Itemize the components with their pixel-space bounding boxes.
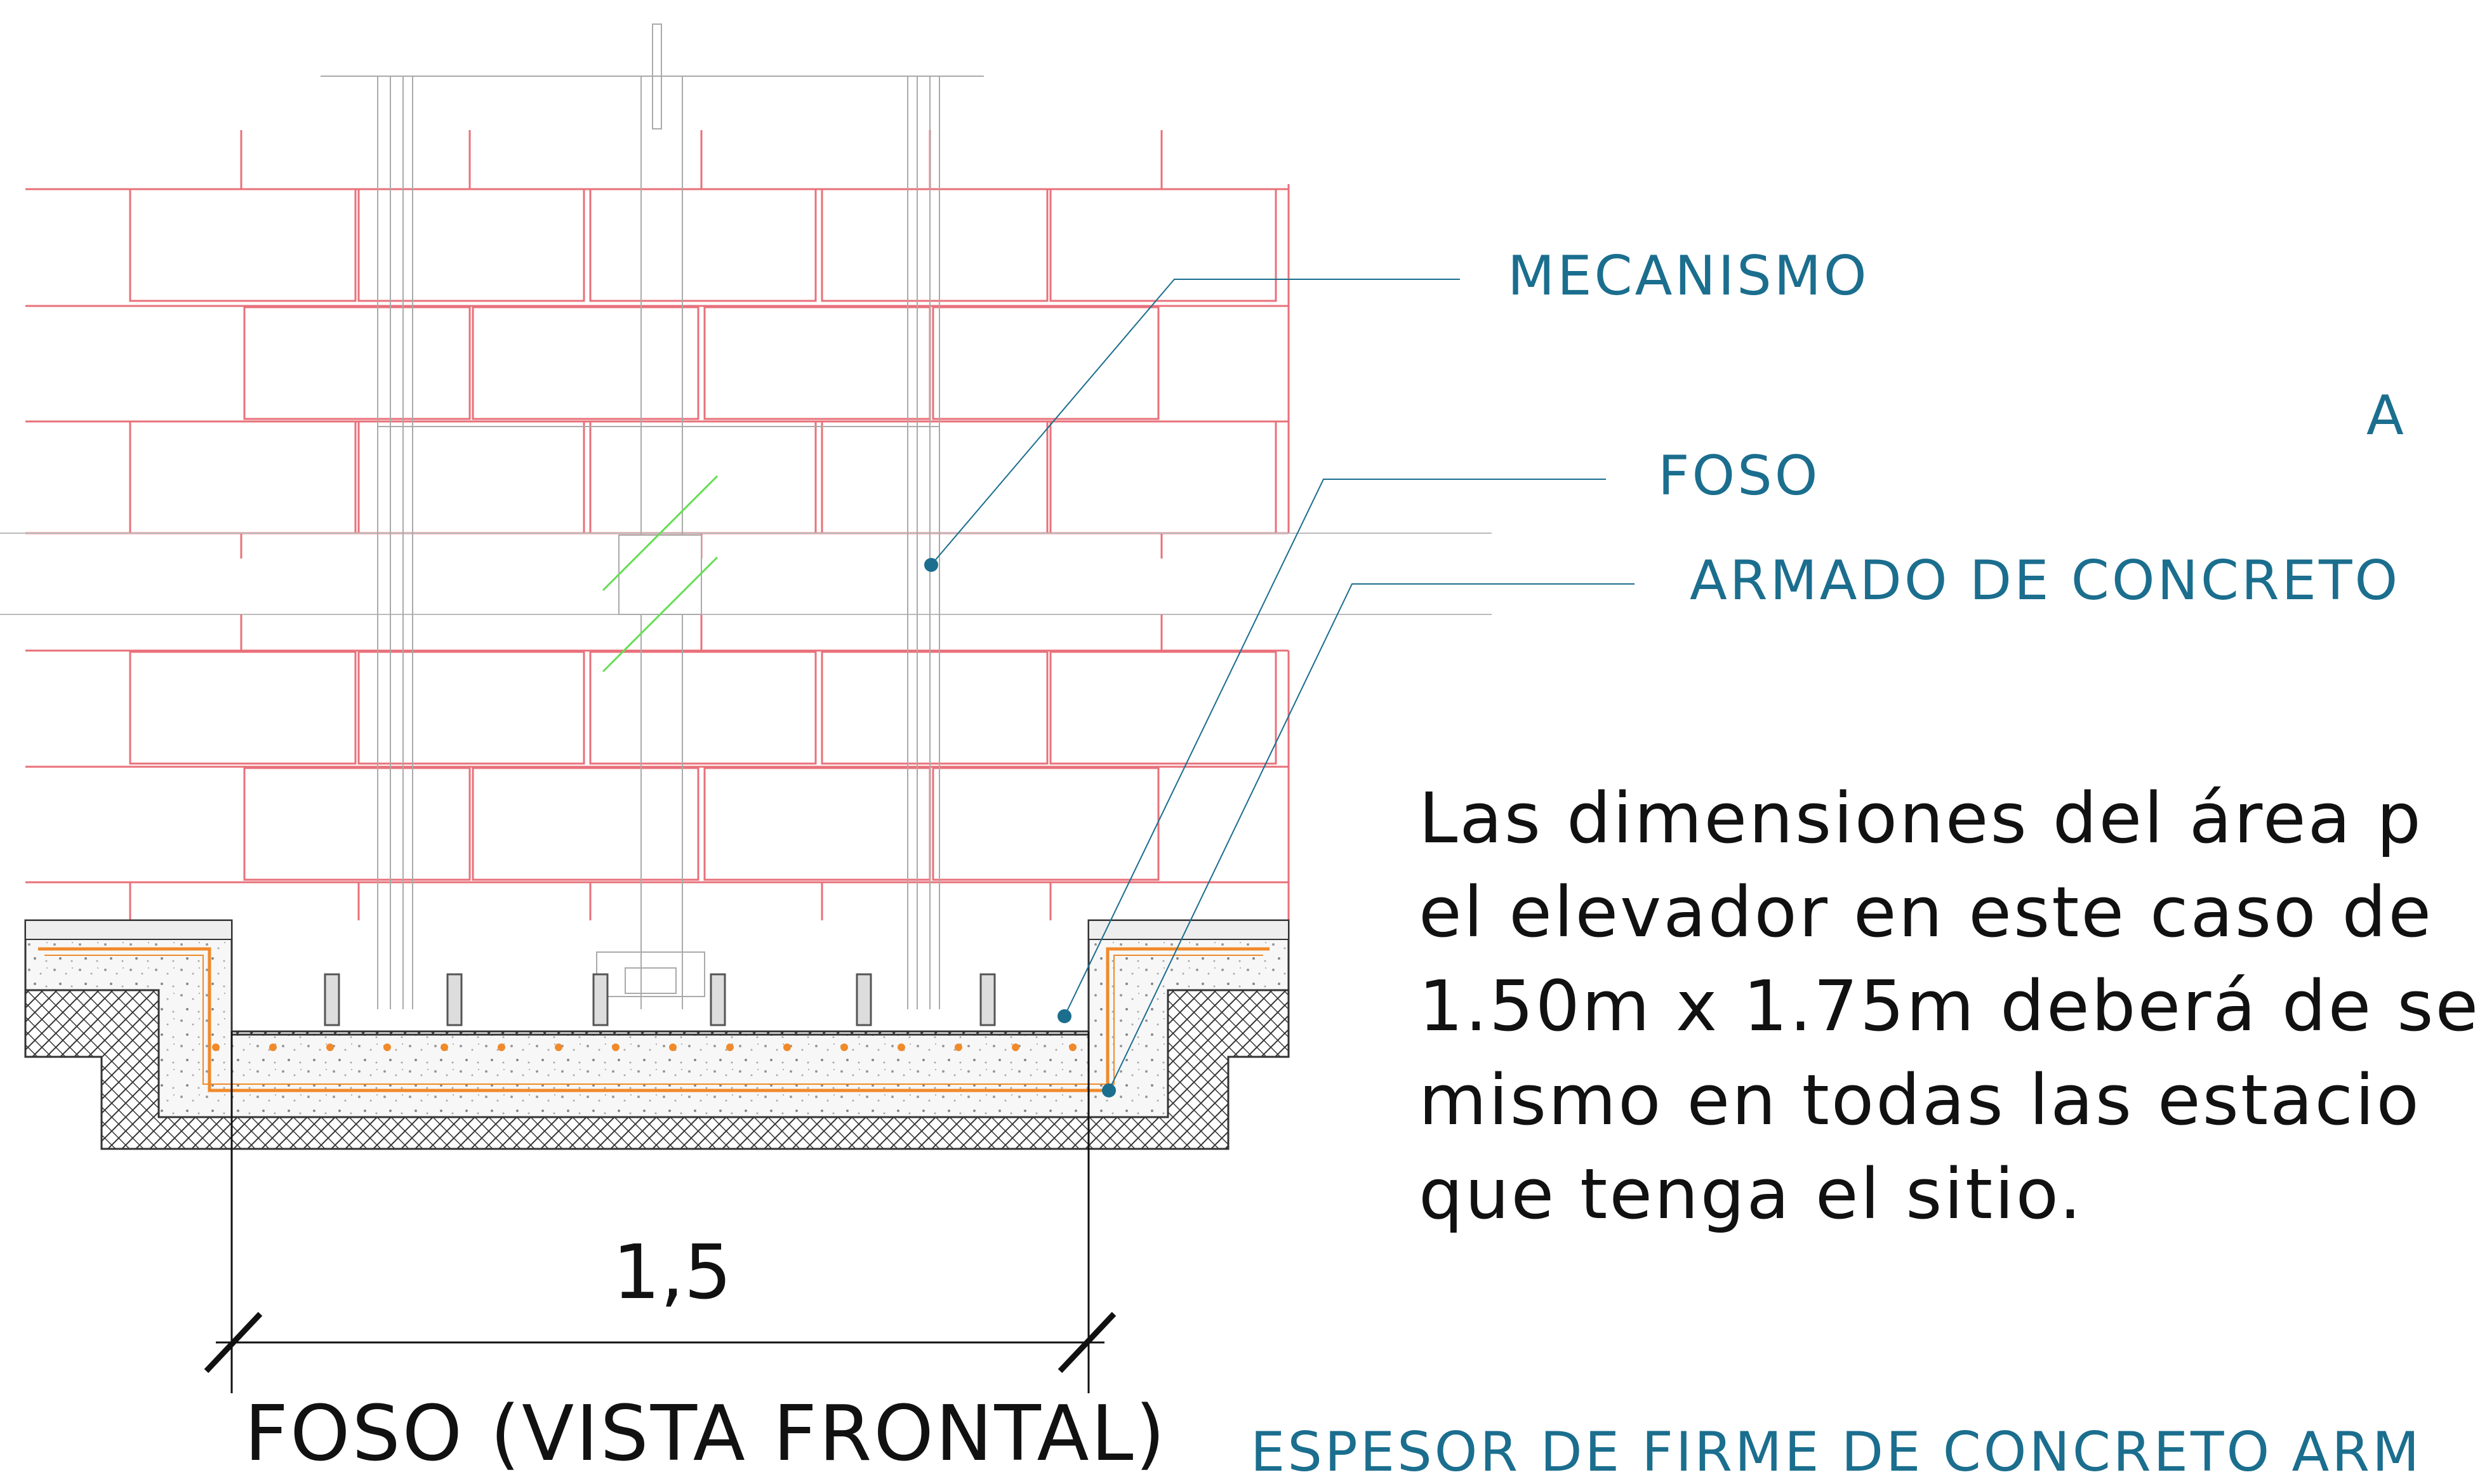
brick-wall-lower (25, 614, 1290, 920)
drawing-title: FOSO (VISTA FRONTAL) (244, 1390, 1167, 1478)
brick-wall-upper (25, 130, 1290, 559)
foso-drawing (0, 23, 1635, 1393)
break-lines (0, 533, 1492, 615)
rebar-dots (212, 1043, 1077, 1051)
label-foso: FOSO (1658, 444, 1820, 508)
leader-dots (924, 558, 1116, 1097)
note-line: el elevador en este caso de (1419, 871, 2434, 953)
dimension-value: 1,5 (613, 1228, 732, 1316)
label-cut-a: A (2366, 384, 2406, 447)
label-armado: ARMADO DE CONCRETO (1690, 549, 2401, 613)
dimension-line (204, 1031, 1117, 1393)
label-espesor: ESPESOR DE FIRME DE CONCRETO ARM (1250, 1421, 2422, 1484)
note-line: que tenga el sitio. (1419, 1153, 2083, 1235)
note-line: mismo en todas las estacio (1419, 1059, 2421, 1141)
note-line: 1.50m x 1.75m deberá de se (1419, 965, 2480, 1047)
anchor-bolts (324, 973, 996, 1026)
break-symbol (602, 475, 719, 673)
pit-section (24, 919, 1290, 1150)
label-mecanismo: MECANISMO (1508, 244, 1869, 308)
note-text: Las dimensiones del área p el elevador e… (1419, 771, 2480, 1241)
elevator-rails (321, 23, 984, 1009)
note-line: Las dimensiones del área p (1419, 778, 2423, 859)
leader-lines (931, 279, 1635, 1091)
rebar (38, 947, 1270, 1092)
